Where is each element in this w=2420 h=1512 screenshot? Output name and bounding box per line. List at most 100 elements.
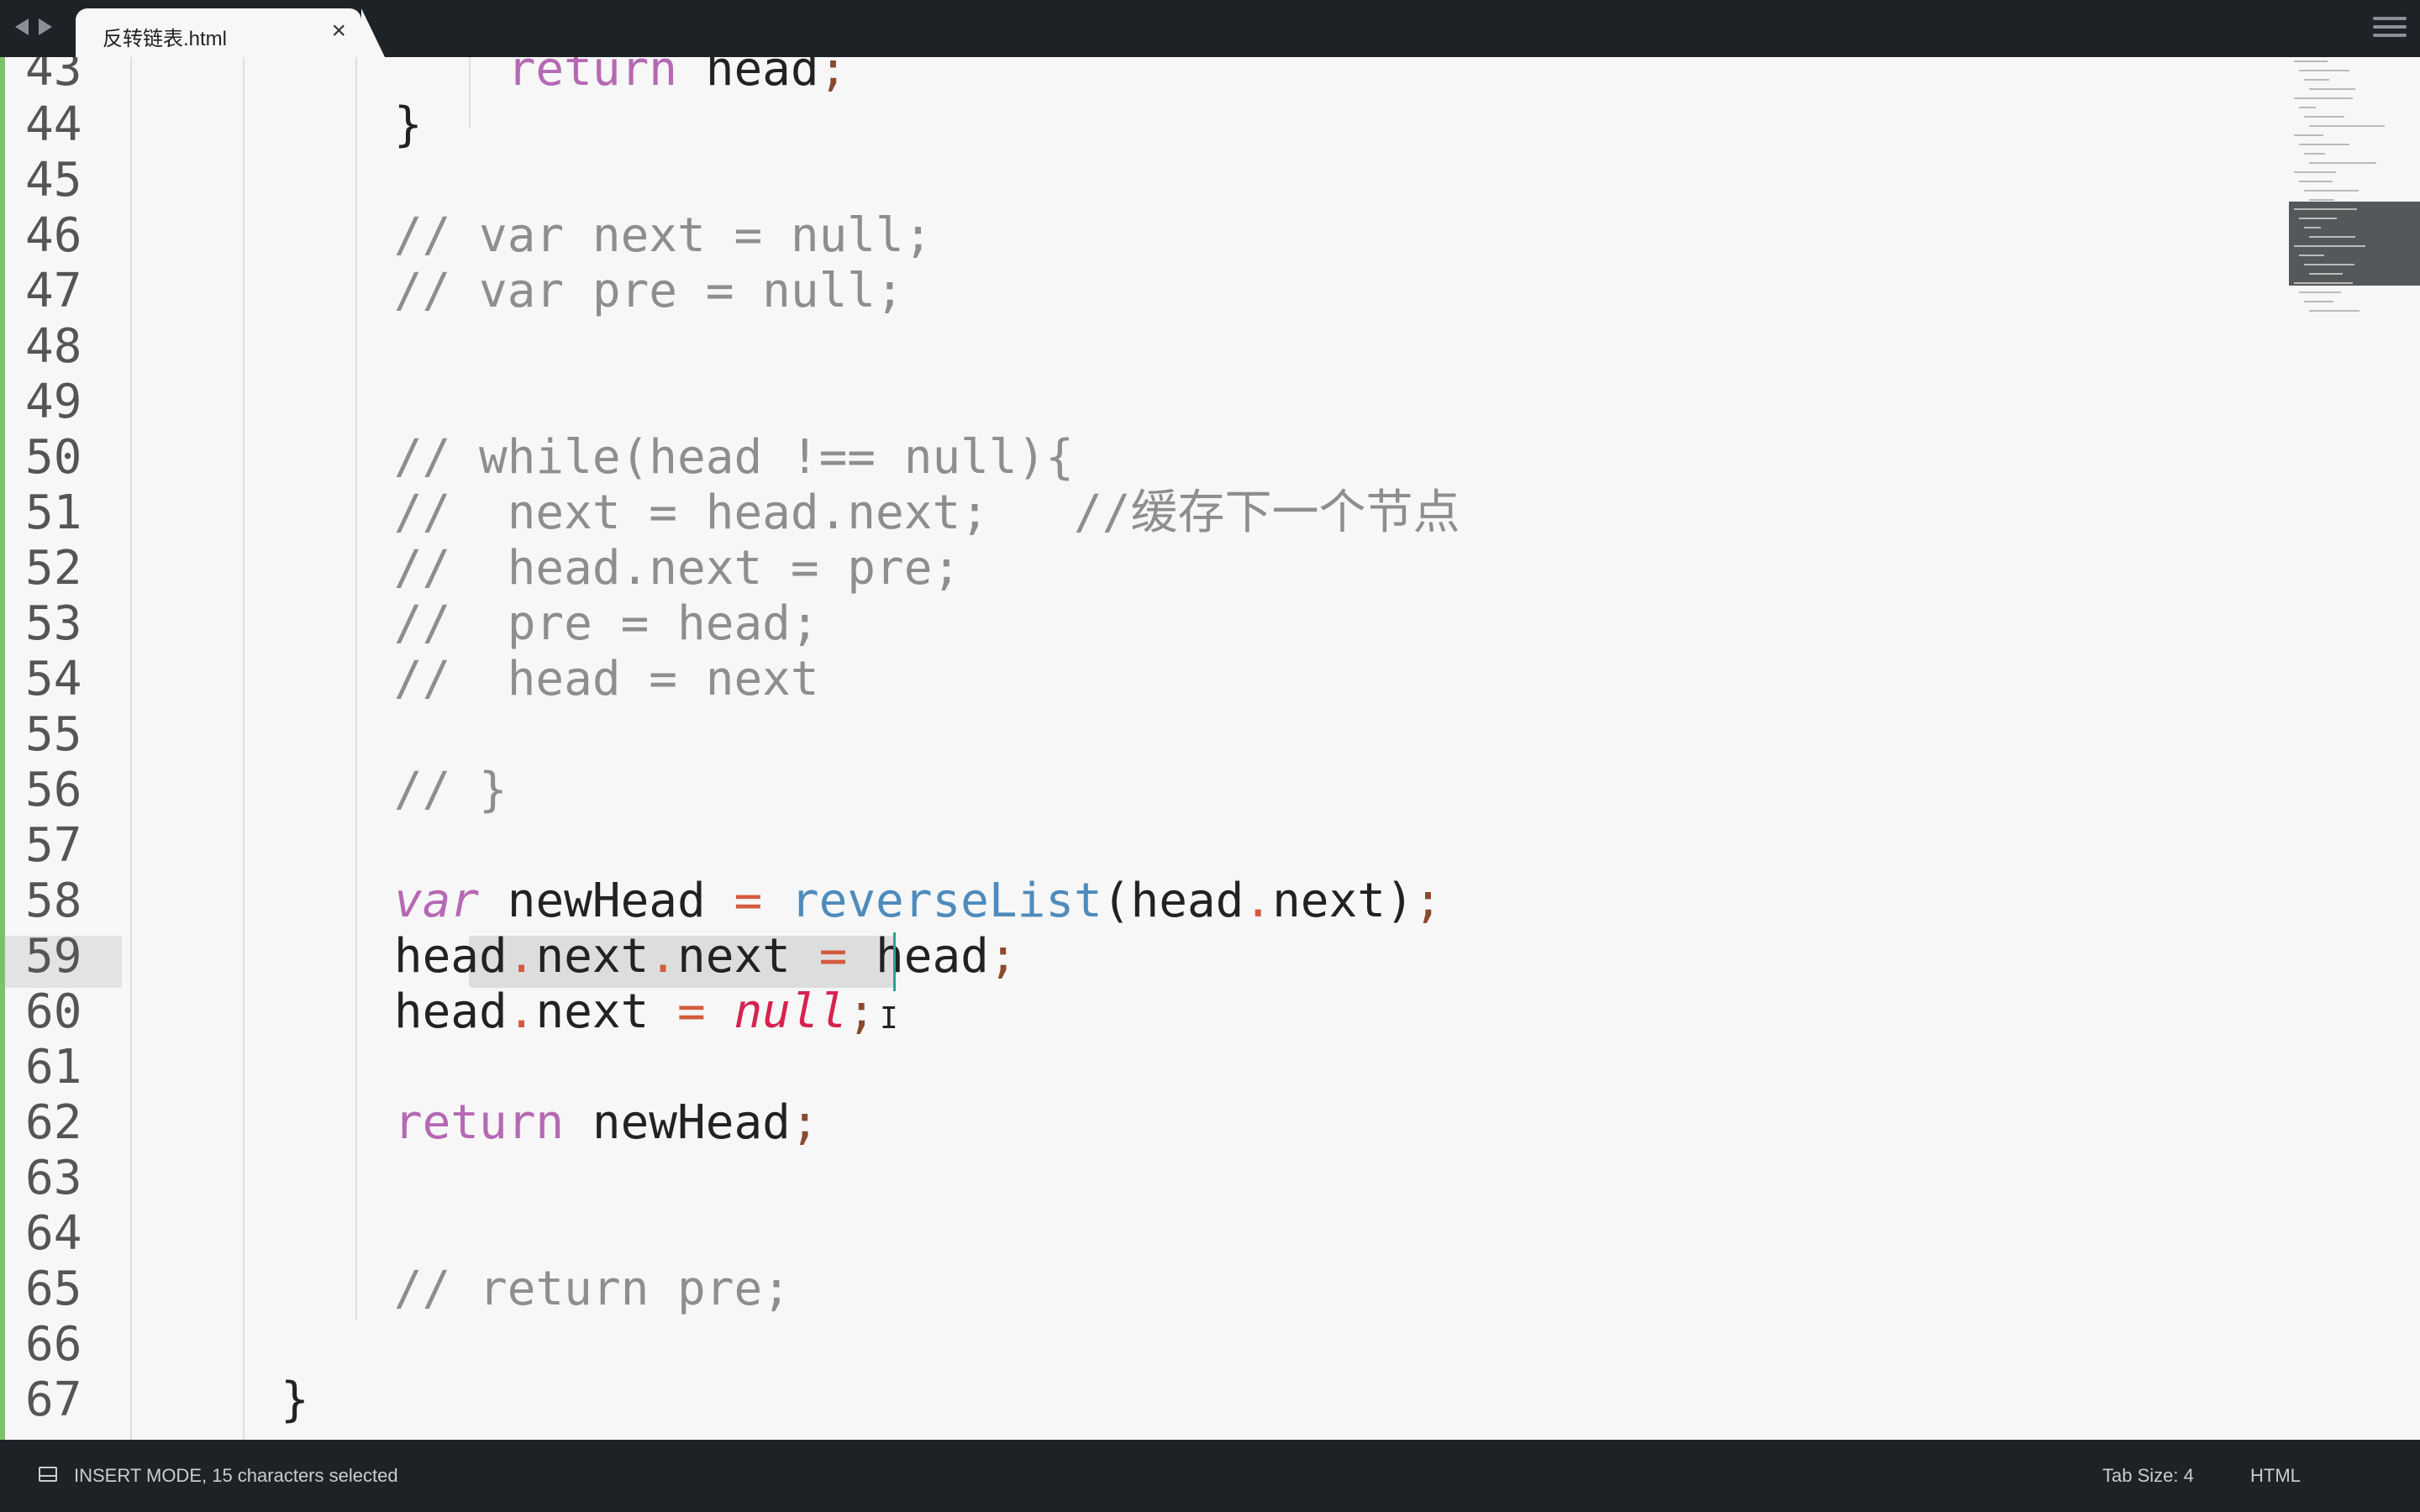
code-token: head	[281, 984, 508, 1039]
minimap-line	[2309, 88, 2355, 90]
git-gutter-added-marker	[0, 57, 5, 1440]
tab-active-file[interactable]: 反转链表.html ×	[76, 8, 385, 57]
code-line[interactable]: head.next.next = head;	[281, 929, 1018, 984]
tab-bar: 反转链表.html ×	[0, 0, 2420, 57]
code-token: =	[677, 984, 706, 1039]
code-token: ;	[988, 929, 1018, 984]
panel-toggle-icon[interactable]	[39, 1467, 57, 1482]
indent-guide	[355, 57, 357, 1320]
line-number: 55	[25, 707, 82, 762]
minimap-line	[2304, 190, 2359, 192]
code-token: ;	[818, 57, 848, 97]
code-token: // head = next	[281, 652, 819, 706]
tab-title: 反转链表.html	[103, 28, 228, 50]
minimap-line	[2299, 107, 2316, 108]
code-token: .	[507, 929, 536, 984]
code-token: ;	[847, 984, 876, 1039]
minimap-line	[2309, 125, 2385, 127]
line-number: 54	[25, 652, 82, 706]
minimap-line	[2309, 273, 2343, 275]
code-token: next	[535, 984, 678, 1039]
code-token: newHead	[564, 1095, 791, 1150]
code-token: next)	[1272, 874, 1414, 928]
status-bar: INSERT MODE, 15 characters selected Tab …	[0, 1440, 2420, 1512]
code-line[interactable]: // next = head.next; //缓存下一个节点	[281, 486, 1460, 541]
line-number: 44	[25, 97, 82, 152]
text-selection	[469, 936, 894, 988]
code-line[interactable]: }	[281, 1373, 309, 1428]
minimap-line	[2299, 70, 2349, 71]
minimap-line	[2309, 236, 2355, 238]
code-token: // }	[281, 763, 508, 817]
minimap-line	[2309, 310, 2360, 312]
code-token: var	[281, 874, 480, 928]
code-line[interactable]: // var next = null;	[281, 208, 933, 264]
code-token: newHead	[479, 874, 734, 928]
code-line[interactable]: return head;	[281, 57, 848, 97]
syntax-selector[interactable]: HTML	[2250, 1465, 2301, 1486]
minimap-line	[2294, 171, 2336, 173]
line-number: 57	[25, 818, 82, 873]
code-line[interactable]: var newHead = reverseList(head.next);	[281, 874, 1443, 929]
code-line[interactable]: }	[281, 97, 423, 153]
code-line[interactable]: // head.next = pre;	[281, 541, 960, 596]
minimap-line	[2304, 301, 2333, 302]
code-token: =	[818, 929, 848, 984]
tab-size-selector[interactable]: Tab Size: 4	[2102, 1465, 2194, 1486]
line-number: 43	[25, 57, 82, 97]
minimap-line	[2294, 282, 2353, 284]
line-number: 45	[25, 153, 82, 207]
menu-icon[interactable]	[2373, 17, 2407, 40]
code-line[interactable]: // var pre = null;	[281, 264, 904, 319]
code-token: // head.next = pre;	[281, 541, 961, 596]
line-number: 62	[25, 1095, 82, 1150]
line-number: 46	[25, 208, 82, 263]
code-token: .	[507, 984, 536, 1039]
line-number: 49	[25, 375, 82, 429]
indent-guide	[469, 57, 471, 128]
code-token: // next = head.next; //缓存下一个节点	[281, 486, 1460, 540]
minimap-line	[2294, 245, 2365, 247]
code-line[interactable]: head.next = null;	[281, 984, 876, 1040]
code-line[interactable]: // head = next	[281, 652, 819, 707]
code-token: // var pre = null;	[281, 264, 904, 318]
line-number: 48	[25, 319, 82, 374]
code-token: // while(head !== null){	[281, 430, 1075, 485]
back-arrow-icon[interactable]	[15, 18, 29, 35]
indent-guide	[243, 57, 245, 1440]
line-number: 56	[25, 763, 82, 817]
minimap-line	[2294, 60, 2328, 62]
code-line[interactable]: // }	[281, 763, 508, 818]
line-number: 63	[25, 1151, 82, 1205]
code-token: (head	[1102, 874, 1244, 928]
minimap-line	[2294, 97, 2353, 99]
close-icon[interactable]: ×	[331, 17, 346, 45]
code-line[interactable]: return newHead;	[281, 1095, 819, 1151]
minimap-line	[2304, 227, 2321, 228]
minimap-line	[2299, 181, 2333, 182]
line-number: 60	[25, 984, 82, 1039]
minimap-line	[2294, 134, 2323, 136]
code-token: next	[677, 929, 819, 984]
code-token: ;	[790, 1095, 819, 1150]
code-line[interactable]: // while(head !== null){	[281, 430, 1074, 486]
line-number: 64	[25, 1206, 82, 1261]
minimap-line	[2304, 264, 2354, 265]
forward-arrow-icon[interactable]	[39, 18, 52, 35]
code-token: }	[281, 97, 423, 152]
code-line[interactable]: // pre = head;	[281, 596, 819, 652]
line-number: 66	[25, 1317, 82, 1372]
minimap-line	[2299, 291, 2341, 293]
code-line[interactable]: // return pre;	[281, 1262, 791, 1317]
minimap-viewport[interactable]	[2289, 202, 2420, 286]
ibeam-cursor-icon: I	[880, 1001, 898, 1036]
minimap-line	[2309, 199, 2334, 201]
minimap-line	[2304, 79, 2329, 81]
code-token: ;	[1413, 874, 1443, 928]
line-number: 58	[25, 874, 82, 928]
indent-guide	[130, 57, 132, 1440]
code-token: head	[677, 57, 819, 97]
code-token: =	[734, 874, 763, 928]
minimap[interactable]	[2289, 57, 2420, 343]
